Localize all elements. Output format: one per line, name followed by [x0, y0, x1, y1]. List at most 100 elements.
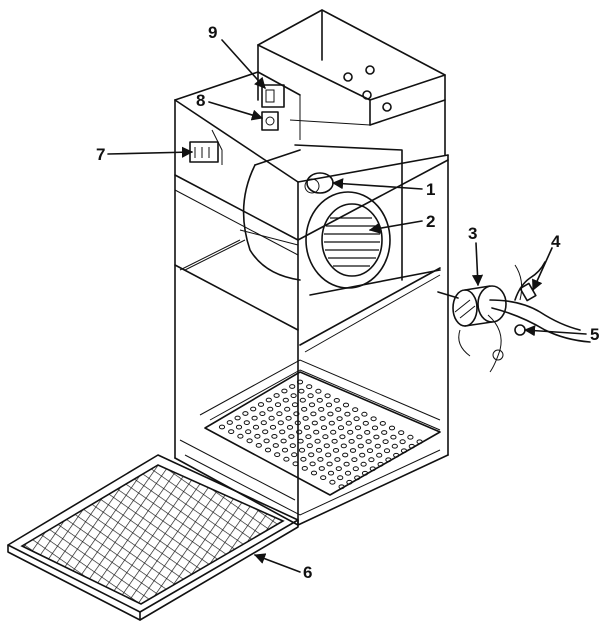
perforation-hole: [246, 438, 253, 444]
perforation-hole: [237, 433, 244, 439]
perforation-hole: [364, 430, 371, 435]
callout-6: 6: [303, 563, 312, 582]
perforation-hole: [300, 456, 307, 462]
perforation-hole: [342, 402, 350, 408]
perforation-hole: [318, 407, 325, 412]
perforation-hole: [245, 429, 252, 435]
base-panel-outline: [204, 371, 441, 496]
perforation-hole: [339, 434, 346, 440]
perforation-hole: [276, 411, 283, 417]
perforation-hole: [291, 402, 299, 408]
perforation-hole: [361, 411, 368, 417]
perforation-hole: [399, 439, 406, 445]
perforation-hole: [385, 457, 392, 463]
perforation-hole: [336, 416, 343, 422]
perforation-hole: [317, 457, 324, 462]
perforation-hole: [252, 424, 260, 430]
leader-8: [208, 101, 264, 121]
leader-1: [331, 178, 423, 190]
perforation-hole: [277, 420, 284, 426]
perforation-hole: [407, 434, 414, 440]
callout-7: 7: [96, 145, 105, 164]
perforation-hole: [408, 443, 415, 449]
leader-2: [368, 220, 423, 234]
perforation-hole: [292, 461, 299, 467]
leader-6: [253, 553, 301, 573]
perforation-hole: [273, 393, 280, 398]
perforation-hole: [382, 439, 389, 445]
perforation-hole: [305, 434, 312, 440]
perforation-hole: [357, 443, 364, 449]
perforation-hole: [298, 447, 306, 453]
perforation-hole: [226, 420, 233, 425]
perforation-hole: [234, 415, 241, 421]
perforation-hole: [306, 443, 313, 449]
perforation-hole: [299, 397, 306, 403]
perforated-base-panel: [204, 371, 441, 496]
perforation-hole: [416, 439, 423, 445]
perforation-hole: [398, 430, 405, 436]
perforation-hole: [274, 402, 282, 408]
perforation-hole: [383, 448, 391, 454]
perforation-hole: [243, 420, 250, 426]
perforation-hole: [351, 457, 358, 463]
perforation-hole: [293, 411, 300, 417]
blower-outlet-ring: [305, 191, 391, 289]
callout-9: 9: [208, 23, 217, 42]
relay-9: [261, 84, 285, 108]
perforation-hole: [303, 425, 311, 430]
blower-housing: [239, 144, 403, 289]
perforation-hole: [286, 425, 294, 430]
perforation-hole: [281, 447, 289, 453]
perforation-hole: [362, 420, 369, 426]
knockout-hole: [343, 72, 353, 82]
perforation-hole: [290, 393, 297, 399]
perforation-hole: [255, 443, 262, 448]
perforation-hole: [343, 461, 350, 467]
perforation-hole: [322, 434, 329, 440]
perforation-hole: [294, 420, 301, 426]
perforation-hole: [269, 424, 277, 430]
blower-motor: [437, 261, 591, 373]
perforation-hole: [354, 425, 362, 431]
perforation-hole: [352, 466, 359, 472]
perforation-hole: [284, 406, 291, 412]
leader-7: [107, 146, 194, 158]
perforation-hole: [218, 424, 226, 430]
perforation-hole: [263, 438, 270, 444]
perforation-hole: [285, 415, 292, 421]
perforation-hole: [344, 470, 352, 476]
perforation-hole: [320, 475, 327, 481]
perforation-hole: [319, 416, 326, 421]
perforation-hole: [366, 448, 374, 454]
perforation-hole: [335, 407, 342, 412]
perforation-hole: [314, 438, 321, 444]
perforation-hole: [310, 411, 317, 417]
perforation-hole: [228, 429, 235, 435]
perforation-hole: [274, 452, 281, 458]
perforation-hole: [254, 433, 261, 439]
callout-labels: 1 2 3 4 5 6 7 8 9: [96, 23, 599, 582]
perforation-hole: [326, 461, 333, 467]
perforation-hole: [349, 448, 357, 453]
perforation-hole: [306, 384, 313, 390]
perforation-hole: [348, 439, 355, 444]
upper-compartment: [257, 9, 446, 156]
perforation-hole: [333, 398, 340, 403]
leader-4: [532, 247, 553, 292]
perforation-hole: [291, 452, 298, 458]
perforation-hole: [316, 397, 323, 403]
perforation-hole: [235, 424, 243, 430]
perforation-hole: [340, 443, 347, 449]
capacitor: [306, 172, 334, 194]
perforation-hole: [298, 388, 305, 394]
perforation-hole: [268, 415, 275, 421]
perforation-hole: [272, 443, 279, 448]
perforation-hole: [353, 416, 360, 422]
controls: [189, 84, 285, 165]
perforation-hole: [388, 425, 396, 431]
perforation-hole: [301, 406, 308, 412]
perforation-hole: [368, 457, 375, 463]
perforation-hole: [280, 438, 287, 444]
blower-wheel: [321, 203, 383, 277]
